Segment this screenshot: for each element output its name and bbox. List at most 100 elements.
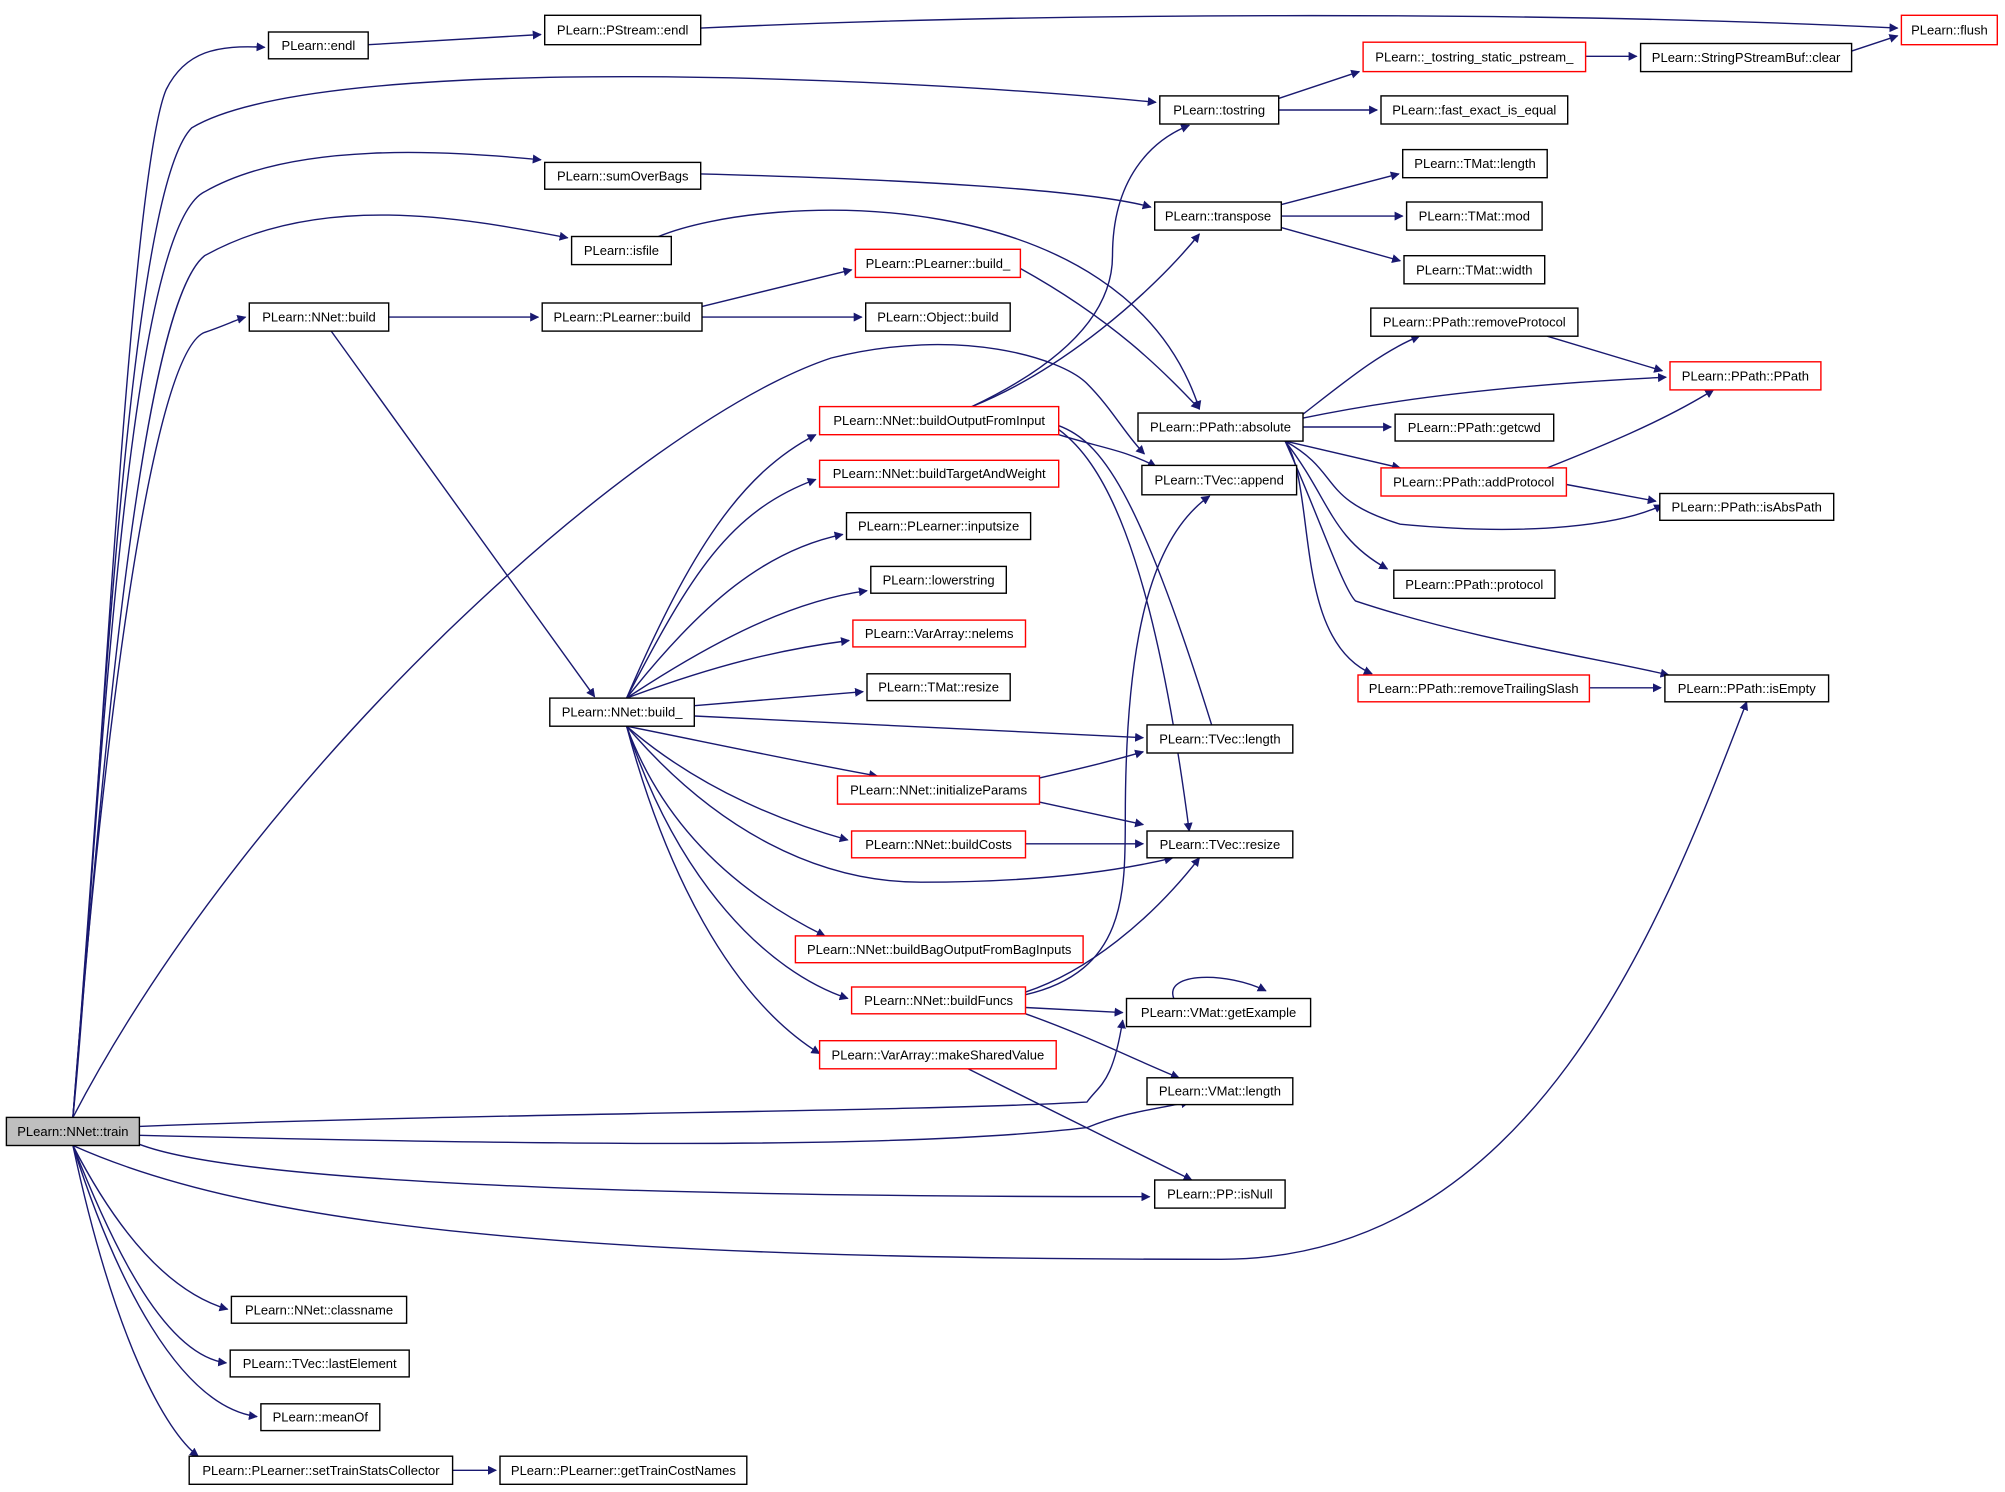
node-box	[1125, 997, 1312, 1028]
node-buildTargetAndWeight[interactable]: PLearn::NNet::buildTargetAndWeight	[818, 459, 1060, 488]
node-nnet-build[interactable]: PLearn::NNet::build	[248, 302, 390, 332]
call-edge	[72, 701, 1748, 1261]
call-edge	[1284, 440, 1664, 531]
node-plearner-build-[interactable]: PLearn::PLearner::build_	[854, 248, 1022, 279]
node-tmat-resize[interactable]: PLearn::TMat::resize	[866, 673, 1011, 702]
call-edge	[971, 124, 1191, 408]
call-edge	[72, 42, 266, 1118]
node-initializeParams[interactable]: PLearn::NNet::initializeParams	[836, 775, 1041, 805]
node-tmat-length[interactable]: PLearn::TMat::length	[1401, 148, 1548, 179]
node-label: PLearn::NNet::buildCosts	[865, 837, 1012, 852]
node-isAbsPath[interactable]: PLearn::PPath::isAbsPath	[1659, 492, 1835, 521]
node-tmat-mod[interactable]: PLearn::TMat::mod	[1405, 201, 1543, 231]
node-label: PLearn::sumOverBags	[557, 168, 689, 183]
node-box	[1405, 201, 1543, 231]
call-edge	[967, 1068, 1193, 1181]
call-edge	[1284, 440, 1373, 675]
node-flush[interactable]: PLearn::flush	[1900, 14, 1999, 46]
node-removeProtocol[interactable]: PLearn::PPath::removeProtocol	[1370, 307, 1579, 337]
node-box	[1401, 148, 1548, 179]
node-tvec-length[interactable]: PLearn::TVec::length	[1146, 724, 1294, 754]
node-nnet-build-[interactable]: PLearn::NNet::build_	[549, 697, 695, 727]
node-box	[499, 1455, 748, 1485]
node-label: PLearn::NNet::classname	[245, 1302, 393, 1317]
node-buildBagOutput[interactable]: PLearn::NNet::buildBagOutputFromBagInput…	[794, 935, 1084, 964]
node-fast-exact[interactable]: PLearn::fast_exact_is_equal	[1380, 95, 1569, 125]
node-label: PLearn::NNet::train	[17, 1124, 128, 1139]
node-addProtocol[interactable]: PLearn::PPath::addProtocol	[1380, 467, 1568, 497]
node-label: PLearn::tostring	[1173, 103, 1265, 118]
node-meanOf[interactable]: PLearn::meanOf	[260, 1403, 381, 1432]
call-edge	[626, 725, 879, 779]
node-label: PLearn::TVec::append	[1155, 473, 1284, 488]
node-isfile[interactable]: PLearn::isfile	[570, 235, 672, 266]
node-removeTrailingSlash[interactable]: PLearn::PPath::removeTrailingSlash	[1357, 674, 1591, 703]
node-protocol[interactable]: PLearn::PPath::protocol	[1393, 569, 1556, 600]
node-label: PLearn::TMat::width	[1416, 262, 1532, 277]
node-pstream-endl[interactable]: PLearn::PStream::endl	[544, 14, 702, 46]
node-box	[1159, 95, 1280, 125]
call-edge	[368, 30, 542, 46]
node-box	[818, 459, 1060, 488]
call-edge	[626, 587, 868, 699]
node-lastElement[interactable]: PLearn::TVec::lastElement	[229, 1349, 410, 1378]
node-buildCosts[interactable]: PLearn::NNet::buildCosts	[850, 830, 1027, 859]
node-classname[interactable]: PLearn::NNet::classname	[230, 1295, 408, 1324]
node-buildOutputFromInput[interactable]: PLearn::NNet::buildOutputFromInput	[818, 405, 1060, 436]
call-edge	[626, 531, 844, 699]
node-label: PLearn::TMat::mod	[1419, 209, 1530, 224]
call-edge	[72, 1145, 229, 1312]
node-box	[794, 935, 1084, 964]
node-label: PLearn::TVec::lastElement	[243, 1356, 397, 1371]
call-edge	[139, 1143, 1151, 1202]
node-label: PLearn::PP::isNull	[1167, 1187, 1273, 1202]
node-tostring[interactable]: PLearn::tostring	[1159, 95, 1280, 125]
node-nelems[interactable]: PLearn::VarArray::nelems	[852, 619, 1027, 648]
node-getTrainCostNames[interactable]: PLearn::PLearner::getTrainCostNames	[499, 1455, 748, 1485]
node-box	[1146, 724, 1294, 754]
node-tvec-append[interactable]: PLearn::TVec::append	[1141, 464, 1298, 496]
node-box	[818, 405, 1060, 436]
node-box	[1659, 492, 1835, 521]
node-plearner-build[interactable]: PLearn::PLearner::build	[541, 302, 703, 332]
call-edge	[1025, 495, 1211, 996]
node-isEmpty[interactable]: PLearn::PPath::isEmpty	[1664, 674, 1830, 703]
node-setTrainStats[interactable]: PLearn::PLearner::setTrainStatsCollector	[188, 1455, 454, 1485]
node-inputsize[interactable]: PLearn::PLearner::inputsize	[845, 512, 1032, 541]
node-box	[230, 1295, 408, 1324]
node-object-build[interactable]: PLearn::Object::build	[865, 302, 1011, 332]
edges-layer	[72, 14, 1899, 1475]
node-sumOverBags[interactable]: PLearn::sumOverBags	[544, 161, 702, 190]
call-edge	[700, 173, 1152, 210]
node-box	[1146, 830, 1294, 859]
node-ppath[interactable]: PLearn::PPath::PPath	[1669, 361, 1822, 391]
node-getcwd[interactable]: PLearn::PPath::getcwd	[1394, 413, 1555, 442]
node-label: PLearn::PLearner::setTrainStatsCollector	[202, 1463, 440, 1478]
node-isNull[interactable]: PLearn::PP::isNull	[1153, 1179, 1286, 1209]
node-vmat-length[interactable]: PLearn::VMat::length	[1146, 1077, 1294, 1106]
node-label: PLearn::PPath::protocol	[1405, 577, 1543, 592]
node-endl[interactable]: PLearn::endl	[267, 31, 369, 60]
node-box	[549, 697, 695, 727]
node-spsb-clear[interactable]: PLearn::StringPStreamBuf::clear	[1639, 42, 1853, 73]
node-tvec-resize[interactable]: PLearn::TVec::resize	[1146, 830, 1294, 859]
node-label: PLearn::TMat::length	[1414, 156, 1535, 171]
node-tostring-static[interactable]: PLearn::_tostring_static_pstream_	[1362, 41, 1587, 73]
node-makeSharedValue[interactable]: PLearn::VarArray::makeSharedValue	[818, 1039, 1057, 1070]
node-label: PLearn::endl	[282, 38, 356, 53]
node-box	[248, 302, 390, 332]
node-label: PLearn::PPath::isEmpty	[1678, 681, 1817, 696]
node-transpose[interactable]: PLearn::transpose	[1153, 201, 1282, 231]
node-absolute[interactable]: PLearn::PPath::absolute	[1137, 412, 1304, 442]
node-buildFuncs[interactable]: PLearn::NNet::buildFuncs	[850, 986, 1027, 1015]
node-lowerstring[interactable]: PLearn::lowerstring	[870, 565, 1007, 594]
call-edge	[1281, 226, 1402, 263]
node-box	[1370, 307, 1579, 337]
node-label: PLearn::meanOf	[273, 1410, 369, 1425]
node-box	[836, 775, 1041, 805]
node-tmat-width[interactable]: PLearn::TMat::width	[1403, 254, 1546, 285]
node-getExample[interactable]: PLearn::VMat::getExample	[1125, 997, 1312, 1028]
node-box	[866, 673, 1011, 702]
node-label: PLearn::PStream::endl	[557, 23, 689, 38]
node-train[interactable]: PLearn::NNet::train	[5, 1116, 141, 1147]
